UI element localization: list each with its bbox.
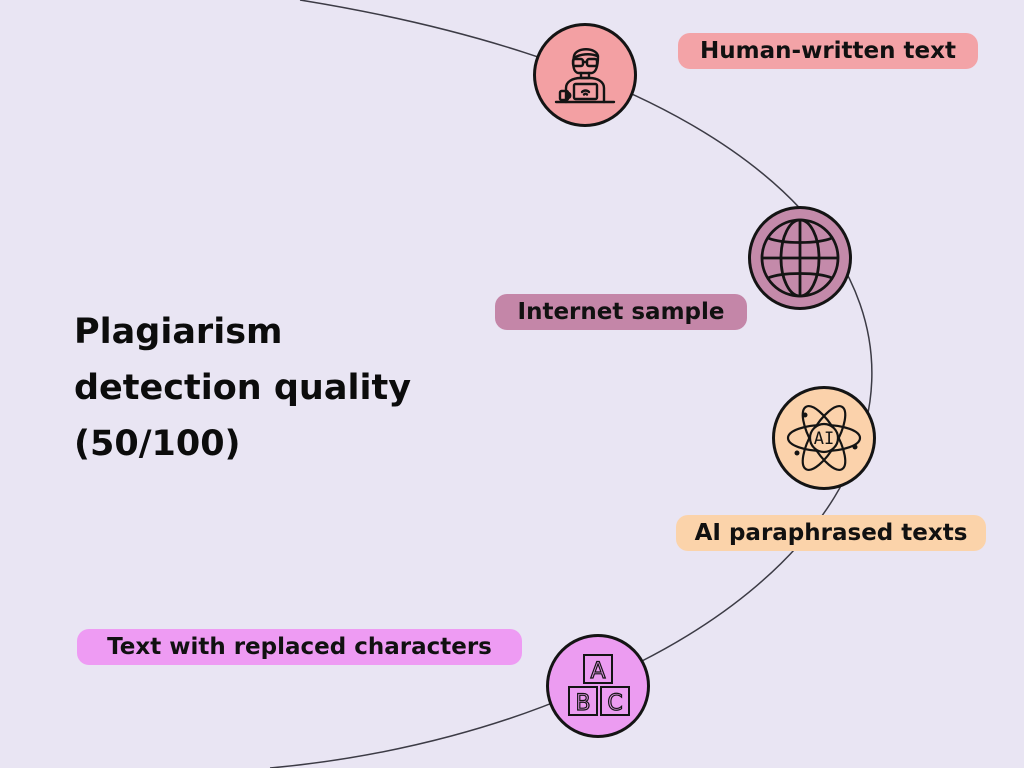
text-with-replaced-characters-label: Text with replaced characters: [77, 629, 522, 665]
internet-sample-node: [748, 206, 852, 310]
human-written-node: [533, 23, 637, 127]
replaced-characters-node: A B C: [546, 634, 650, 738]
person-at-laptop-icon: [554, 48, 616, 104]
title-line-3: (50/100): [74, 424, 241, 464]
page-title: Plagiarism detection quality (50/100): [74, 304, 494, 472]
human-written-text-label: Human-written text: [678, 33, 978, 69]
ai-paraphrased-node: AI: [772, 386, 876, 490]
ai-atom-icon: AI: [786, 405, 862, 471]
ai-paraphrased-texts-label: AI paraphrased texts: [676, 515, 986, 551]
abc-blocks-icon: A B C: [568, 654, 630, 717]
title-line-2: detection quality: [74, 368, 412, 408]
block-letter-b: B: [575, 691, 590, 716]
block-letter-a: A: [590, 659, 605, 684]
internet-sample-label: Internet sample: [495, 294, 747, 330]
block-letter-c: C: [607, 691, 622, 716]
title-line-1: Plagiarism: [74, 312, 283, 352]
globe-icon: [760, 218, 840, 298]
ai-icon-text: AI: [814, 429, 834, 449]
